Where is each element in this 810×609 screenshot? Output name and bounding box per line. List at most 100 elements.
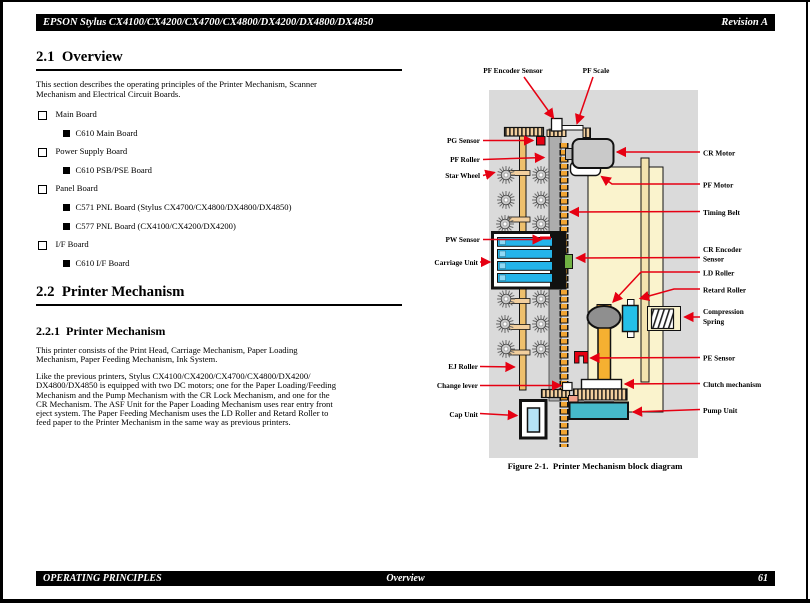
retard-roller-tab-top [627,299,635,306]
list-item-label: Main Board [55,109,97,119]
label-timing-belt: Timing Belt [703,208,741,217]
list-item: Main Board [36,109,408,129]
change-lever-pad [568,395,579,403]
arrow-star-wheel [482,169,496,180]
arrow-pe-sensor [589,352,701,364]
filled-square-bullet [63,260,70,267]
list-item: Panel Board [36,184,408,203]
right-rail-hatched [582,127,591,138]
section-2-2-heading: 2.2 Printer Mechanism [36,284,402,306]
pe-sensor-bracket [574,351,589,364]
list-item-label: C577 PNL Board (CX4100/CX4200/DX4200) [75,220,236,231]
ink-cartridges [497,237,553,283]
arrow-pf-motor [600,175,700,187]
footer-center: Overview [386,573,425,584]
footer-left: OPERATING PRINCIPLES [43,573,162,584]
label-pe-sensor: PE Sensor [703,354,736,363]
top-rail-hatched [503,126,545,137]
page-border-top [0,0,810,2]
header-title: EPSON Stylus CX4100/CX4200/CX4700/CX4800… [43,17,374,28]
list-item: I/F Board [36,240,408,259]
label-compression-line1: Compression [703,307,744,316]
cr-encoder-sensor-box [564,254,573,269]
footer-bar: Overview OPERATING PRINCIPLES 61 [36,571,775,586]
arrow-ej-roller [479,361,516,373]
filled-square-bullet [63,167,70,174]
list-item-label: C610 PSB/PSE Board [75,164,152,175]
list-item: C577 PNL Board (CX4100/CX4200/DX4200) [36,220,408,241]
list-item: C610 Main Board [36,128,408,148]
label-pf-roller: PF Roller [450,155,481,164]
hollow-square-bullet [38,111,47,120]
cr-motor-body [571,138,615,169]
arrow-timing-belt [568,206,701,218]
label-pf-motor: PF Motor [703,181,734,190]
label-pw-sensor: PW Sensor [445,235,480,244]
label-change-lever: Change lever [437,381,479,390]
section-2-2-1-heading: 2.2.1 Printer Mechanism [36,324,166,338]
retard-roller-body [621,304,639,333]
label-cr-motor: CR Motor [703,149,736,158]
printer-mechanism-diagram: PF Encoder Sensor PF Scale PG Sensor PF … [434,66,761,458]
arrow-pf-encoder-sensor [523,76,555,120]
section-2-1-heading: 2.1 Overview [36,49,402,71]
list-item: Power Supply Board [36,147,408,166]
filled-square-bullet [63,130,70,137]
label-cap-unit: Cap Unit [449,410,478,419]
pw-sensor-mark [540,236,551,240]
label-star-wheel: Star Wheel [445,171,480,180]
carriage-right-wall [550,234,564,287]
figure-caption: Figure 2-1. Printer Mechanism block diag… [507,461,683,471]
page-border-right [806,0,808,603]
label-carriage-unit: Carriage Unit [434,258,478,267]
retard-roller-tab-bottom [627,331,635,338]
footer-page-number: 61 [758,573,768,584]
label-pf-scale: PF Scale [583,66,610,75]
list-item-label: C610 I/F Board [75,257,130,268]
hollow-square-bullet [38,185,47,194]
ld-roller-column [597,327,612,382]
compression-spring-coil [650,308,675,330]
pg-sensor-box [536,136,546,146]
pf-scale-bar [561,125,584,131]
list-item: C610 I/F Board [36,257,408,278]
arrow-pf-scale [575,76,594,125]
section-2-1-intro: This section describes the operating pri… [36,79,317,99]
arrow-cr-encoder-sensor [575,252,701,264]
list-item: C571 PNL Board (Stylus CX4700/CX4800/DX4… [36,201,408,222]
list-item-label: Panel Board [55,183,98,194]
hollow-square-bullet [38,241,47,250]
pump-unit-body [568,401,629,420]
label-pf-encoder-sensor: PF Encoder Sensor [483,66,543,75]
filled-square-bullet [63,223,70,230]
ld-roller-body [586,305,622,330]
frame-strip [640,157,650,383]
header-bar: EPSON Stylus CX4100/CX4200/CX4700/CX4800… [36,14,775,31]
clutch-hatched-bar [572,388,628,401]
list-item-label: I/F Board [55,239,89,250]
filled-square-bullet [63,204,70,211]
list-item: C610 PSB/PSE Board [36,164,408,185]
page-border-left [0,0,3,603]
label-pg-sensor: PG Sensor [447,136,481,145]
list-item-label: C571 PNL Board (Stylus CX4700/CX4800/DX4… [75,201,292,212]
arrow-retard-roller [638,288,700,302]
section-2-2-1-paragraph-1: This printer consists of the Print Head,… [36,345,298,365]
boards-list: Main Board C610 Main Board Power Supply … [36,109,408,278]
label-retard-roller: Retard Roller [703,286,747,295]
arrow-pf-roller [482,152,546,164]
pf-encoder-sensor-box [550,117,563,132]
label-cr-encoder-line2: Sensor [703,255,725,264]
label-ld-roller: LD Roller [703,269,735,278]
header-revision: Revision A [721,17,768,28]
label-cr-encoder-line1: CR Encoder [703,245,742,254]
clutch-top [580,378,623,390]
label-pump-unit: Pump Unit [703,406,738,415]
label-ej-roller: EJ Roller [448,362,479,371]
arrow-pump-unit [631,406,701,417]
list-item-label: Power Supply Board [55,146,128,157]
diagram-labels: PF Encoder Sensor PF Scale PG Sensor PF … [434,66,761,419]
arrow-cap-unit [479,409,519,421]
cap-unit-inner [526,407,541,433]
